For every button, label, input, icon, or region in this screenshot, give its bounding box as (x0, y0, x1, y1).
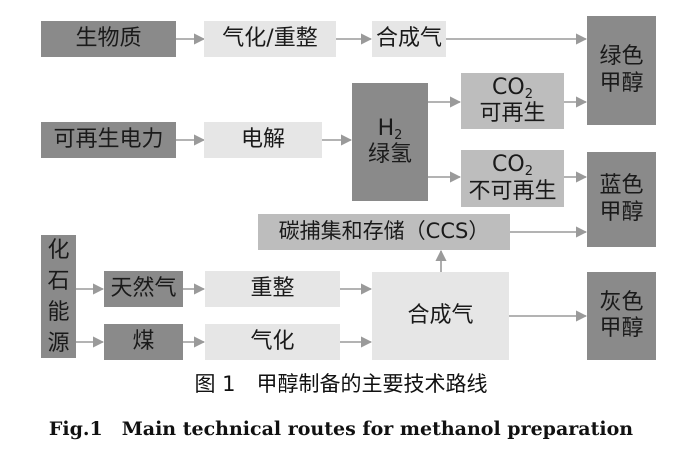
node-coal: 煤 (104, 324, 183, 360)
node-biomass: 生物质 (41, 21, 176, 57)
node-electrolysis: 电解 (204, 122, 322, 158)
co2-renew-formula: CO2 (492, 74, 533, 102)
node-syngas-bottom: 合成气 (372, 272, 509, 360)
node-gasify-reform: 气化/重整 (204, 21, 336, 57)
node-natural-gas: 天然气 (104, 271, 183, 307)
figure-caption-chinese: 图 1 甲醇制备的主要技术路线 (194, 372, 488, 396)
co2-nonrenew-formula: CO2 (492, 152, 533, 180)
node-green-hydrogen: H2 绿氢 (352, 83, 428, 201)
node-co2-nonrenewable: CO2 不可再生 (461, 150, 564, 207)
node-renewable-power: 可再生电力 (41, 122, 176, 158)
node-gasification: 气化 (205, 324, 340, 360)
figure-caption-english: Fig.1 Main technical routes for methanol… (48, 418, 634, 440)
h2-formula: H2 (377, 115, 403, 143)
node-co2-renewable: CO2 可再生 (461, 73, 564, 129)
node-fossil-energy: 化 石 能 源 (41, 235, 76, 358)
node-syngas-top: 合成气 (372, 21, 446, 57)
node-ccs: 碳捕集和存储（CCS） (258, 214, 510, 250)
node-blue-methanol: 蓝色 甲醇 (587, 152, 656, 247)
node-green-methanol: 绿色 甲醇 (587, 16, 656, 125)
node-reforming: 重整 (205, 271, 340, 307)
node-grey-methanol: 灰色 甲醇 (587, 272, 656, 360)
